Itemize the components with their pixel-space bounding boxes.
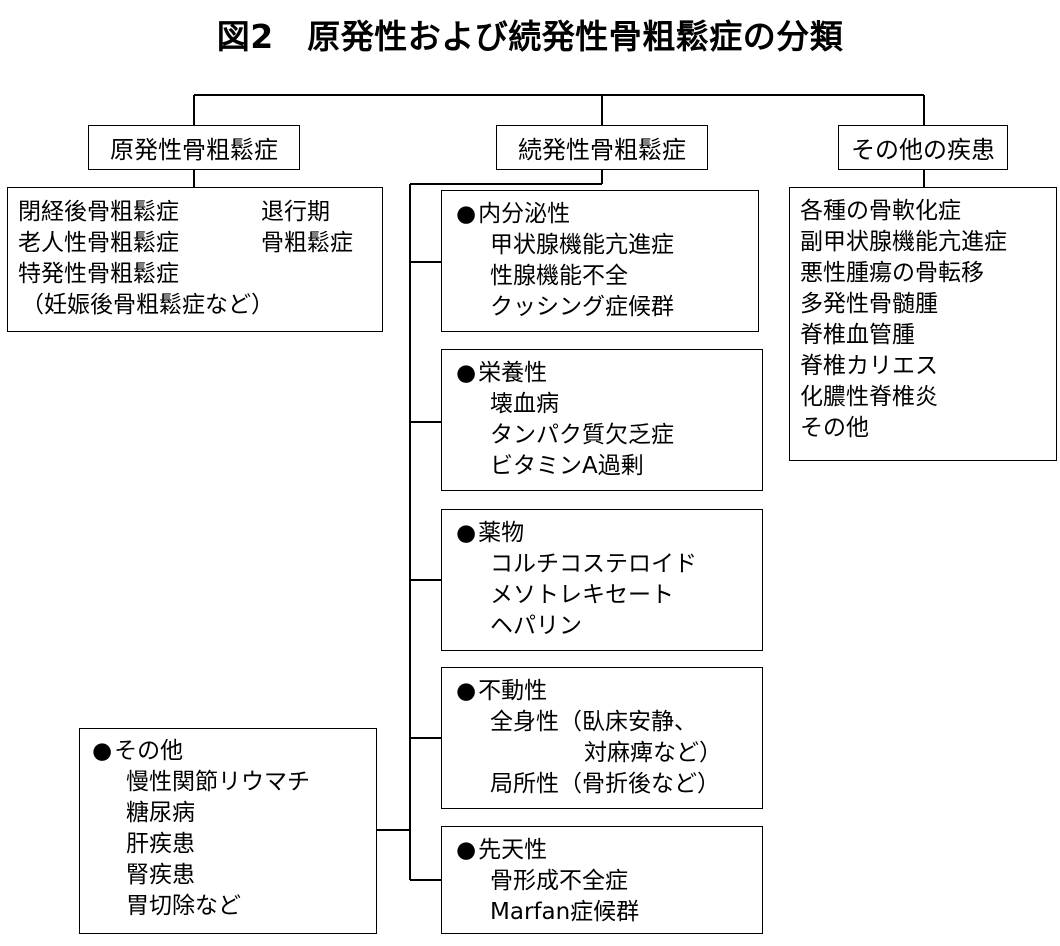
header-other-diseases: その他の疾患 [838, 125, 1008, 170]
group-box-others: ●その他 慢性関節リウマチ 糖尿病 肝疾患 腎疾患 胃切除など [79, 728, 377, 934]
group-item: 骨形成不全症 [490, 868, 628, 894]
bullet-icon: ● [456, 520, 477, 546]
group-box-nutritional: ●栄養性 壊血病 タンパク質欠乏症 ビタミンA過剰 [441, 349, 763, 491]
header-secondary-label: 続発性骨粗鬆症 [518, 136, 686, 164]
group-item: 対麻痺など） [584, 740, 722, 766]
group-box-immobility: ●不動性 全身性（臥床安静、 対麻痺など） 局所性（骨折後など） [441, 667, 763, 809]
group-title: 不動性 [478, 678, 548, 704]
other-item-7: 化膿性脊椎炎 [800, 384, 938, 410]
primary-item-4: （妊娠後骨粗鬆症など） [21, 292, 274, 318]
header-other-label: その他の疾患 [851, 136, 995, 164]
primary-item-1: 閉経後骨粗鬆症 [18, 199, 179, 225]
group-item: ヘパリン [490, 613, 582, 639]
group-item: Marfan症候群 [490, 899, 640, 925]
bullet-icon: ● [456, 678, 477, 704]
group-item: メソトレキセート [490, 582, 674, 608]
group-item: コルチコステロイド [490, 551, 697, 577]
primary-item-3: 特発性骨粗鬆症 [18, 261, 179, 287]
group-title: その他 [114, 738, 184, 764]
other-diseases-box: 各種の骨軟化症 副甲状腺機能亢進症 悪性腫瘍の骨転移 多発性骨髄腫 脊椎血管腫 … [789, 187, 1057, 461]
group-item: ビタミンA過剰 [490, 453, 644, 479]
group-item: 胃切除など [126, 893, 241, 919]
group-item: 甲状腺機能亢進症 [490, 232, 674, 258]
primary-content-box: 閉経後骨粗鬆症 老人性骨粗鬆症 特発性骨粗鬆症 （妊娠後骨粗鬆症など） 退行期 … [7, 187, 383, 332]
bullet-icon: ● [456, 360, 477, 386]
other-item-2: 副甲状腺機能亢進症 [800, 229, 1007, 255]
group-item: 糖尿病 [126, 800, 195, 826]
primary-item-2: 老人性骨粗鬆症 [18, 230, 179, 256]
group-title: 薬物 [478, 520, 525, 546]
group-item: 壊血病 [490, 391, 559, 417]
group-item: 全身性（臥床安静、 [490, 709, 697, 735]
group-title: 先天性 [478, 837, 548, 863]
group-item: クッシング症候群 [490, 294, 674, 320]
group-title: 内分泌性 [478, 201, 571, 227]
group-item: 局所性（骨折後など） [490, 771, 720, 797]
brace-label-1: 退行期 [261, 199, 330, 225]
other-item-4: 多発性骨髄腫 [800, 291, 938, 317]
page-title: 図2 原発性および続発性骨粗鬆症の分類 [216, 17, 844, 56]
group-item: タンパク質欠乏症 [490, 422, 674, 448]
group-box-congenital: ●先天性 骨形成不全症 Marfan症候群 [441, 826, 763, 934]
other-item-6: 脊椎カリエス [800, 353, 938, 379]
group-title: 栄養性 [478, 360, 548, 386]
other-item-8: その他 [800, 415, 869, 441]
group-item: 性腺機能不全 [490, 263, 628, 289]
bullet-icon: ● [92, 738, 113, 764]
bullet-icon: ● [456, 201, 477, 227]
group-box-endocrine: ●内分泌性 甲状腺機能亢進症 性腺機能不全 クッシング症候群 [441, 190, 759, 332]
other-item-5: 脊椎血管腫 [800, 322, 915, 348]
header-secondary-osteoporosis: 続発性骨粗鬆症 [496, 125, 708, 170]
header-primary-osteoporosis: 原発性骨粗鬆症 [88, 125, 300, 170]
other-item-1: 各種の骨軟化症 [800, 198, 961, 224]
group-box-drugs: ●薬物 コルチコステロイド メソトレキセート ヘパリン [441, 509, 763, 651]
group-item: 肝疾患 [126, 831, 195, 857]
group-item: 慢性関節リウマチ [126, 769, 310, 795]
brace-label-2: 骨粗鬆症 [261, 230, 353, 256]
bullet-icon: ● [456, 837, 477, 863]
header-primary-label: 原発性骨粗鬆症 [110, 136, 278, 164]
other-item-3: 悪性腫瘍の骨転移 [800, 260, 984, 286]
group-item: 腎疾患 [126, 862, 195, 888]
